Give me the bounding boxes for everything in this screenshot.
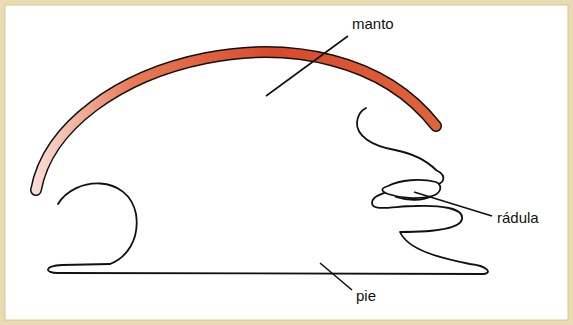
part-label: rádula bbox=[497, 210, 539, 227]
part-label: pie bbox=[356, 288, 376, 305]
part-label: manto bbox=[352, 16, 394, 33]
